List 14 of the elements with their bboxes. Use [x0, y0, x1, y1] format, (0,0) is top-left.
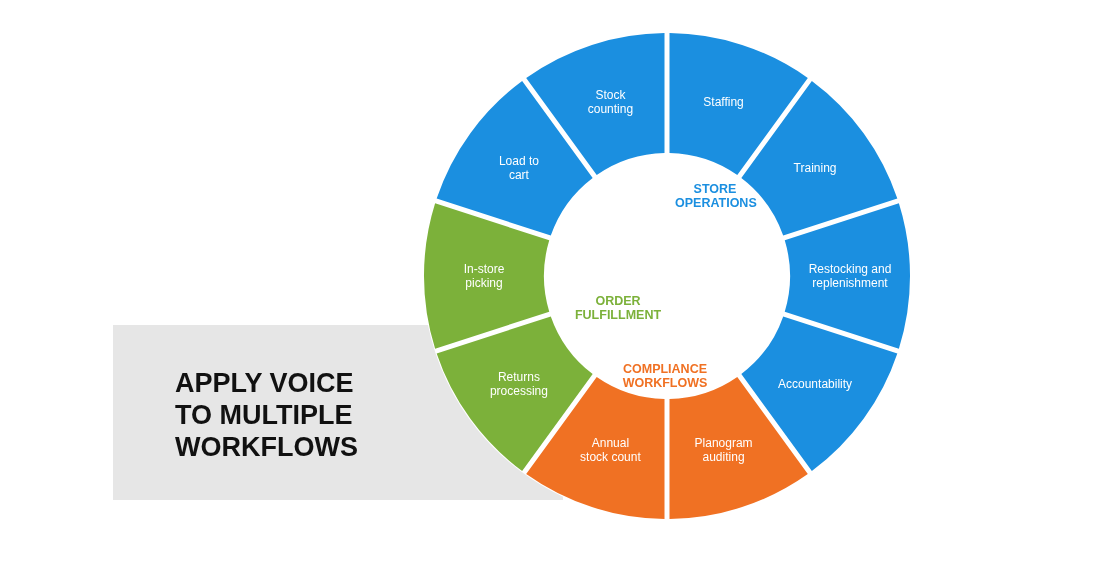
- segment-label: In-store picking: [462, 262, 506, 290]
- segment-label: Stock counting: [586, 87, 635, 116]
- segment-label: Planogram auditing: [693, 436, 754, 465]
- group-heading: ORDER FULFILLMENT: [573, 294, 663, 322]
- group-heading: COMPLIANCE WORKFLOWS: [621, 362, 709, 390]
- segment-label: Training: [792, 161, 838, 176]
- segment-label: Restocking and replenishment: [807, 262, 893, 290]
- segment-label: Annual stock count: [579, 436, 642, 465]
- title-text: APPLY VOICE TO MULTIPLE WORKFLOWS: [175, 367, 359, 463]
- segment-label: Load to cart: [497, 154, 540, 183]
- group-heading: STORE OPERATIONS: [675, 182, 755, 210]
- segment-label: Staffing: [702, 94, 745, 109]
- segment-label: Accountability: [777, 376, 854, 391]
- segment-label: Returns processing: [488, 369, 549, 398]
